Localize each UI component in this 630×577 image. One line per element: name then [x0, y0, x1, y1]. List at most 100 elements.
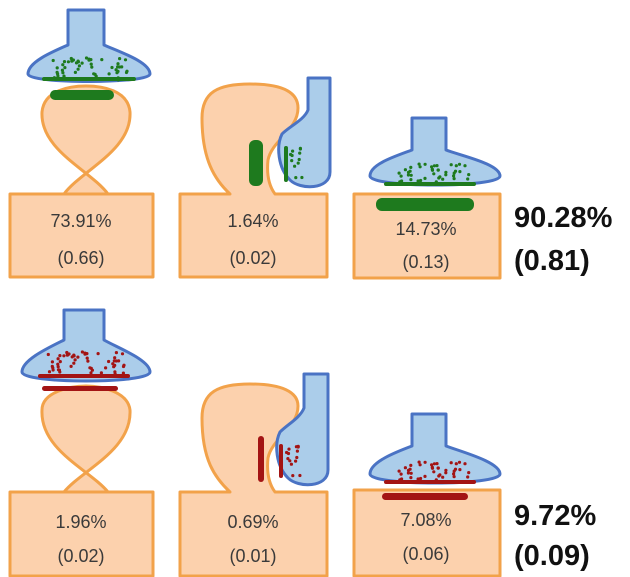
vesicle-dot — [50, 364, 54, 368]
vesicle-dot — [80, 61, 84, 65]
vesicle-dot — [65, 350, 69, 355]
shaft-synapse-inhibitory: 7.08% (0.06) — [352, 412, 502, 577]
vesicle-dot — [56, 74, 60, 78]
postsynaptic-density — [249, 140, 263, 186]
vesicle-dot — [107, 72, 111, 76]
spine-neck-synapse-inhibitory: 0.69% (0.01) — [178, 372, 330, 577]
vesicle-dot — [430, 165, 434, 169]
vesicle-dot — [294, 445, 298, 449]
vesicle-dot — [298, 473, 302, 478]
spine-neck-synapse-excitatory: 1.64% (0.02) — [178, 76, 332, 279]
vesicle-dot — [444, 173, 448, 177]
vesicle-dot — [80, 350, 84, 354]
vesicle-dot — [406, 170, 411, 174]
vesicle-dot — [436, 168, 440, 172]
vesicle-dot — [454, 462, 458, 466]
vesicle-dot — [298, 151, 302, 155]
spine-head-synapse-excitatory: 73.91% (0.66) — [8, 8, 155, 279]
vesicle-dot — [436, 466, 440, 470]
vesicle-dot — [289, 152, 293, 157]
vesicle-dot — [72, 361, 76, 365]
synapse-value: (0.06) — [402, 544, 449, 564]
vesicle-dot — [406, 471, 410, 475]
vesicle-dot — [56, 365, 60, 369]
axon-terminal — [368, 116, 502, 187]
vesicle-dot — [452, 472, 456, 476]
vesicle-cluster — [285, 444, 302, 478]
vesicle-dot — [418, 463, 422, 467]
vesicle-dot — [444, 471, 448, 475]
vesicle-dot — [89, 58, 93, 62]
presynaptic-density — [384, 182, 476, 186]
presynaptic-density — [284, 146, 288, 182]
synapse-value: (0.13) — [402, 252, 449, 272]
vesicle-dot — [463, 462, 467, 466]
vesicle-dot — [69, 364, 73, 368]
vesicle-dot — [432, 470, 436, 474]
presynaptic-density — [279, 444, 283, 478]
vesicle-dot — [110, 65, 114, 70]
vesicle-dot — [417, 460, 421, 464]
vesicle-dot — [290, 159, 294, 163]
vesicle-dot — [55, 70, 59, 74]
vesicle-dot — [437, 176, 441, 180]
vesicle-dot — [452, 174, 456, 178]
vesicle-dot — [76, 355, 80, 359]
vesicle-dot — [397, 171, 401, 175]
vesicle-dot — [113, 356, 117, 360]
vesicle-dot — [466, 177, 470, 181]
vesicle-dot — [288, 459, 292, 463]
vesicle-dot — [58, 360, 62, 364]
vesicle-dot — [285, 450, 289, 455]
vesicle-dot — [449, 461, 453, 465]
vesicle-dot — [457, 460, 462, 464]
synapse-percent: 73.91% — [50, 211, 111, 231]
postsynaptic-density — [42, 386, 118, 391]
vesicle-dot — [89, 62, 93, 66]
vesicle-cluster — [46, 350, 126, 376]
vesicle-dot — [293, 164, 297, 168]
vesicle-dot — [294, 459, 298, 463]
vesicle-dot — [121, 371, 125, 375]
vesicle-dot — [406, 173, 410, 177]
vesicle-dot — [430, 466, 435, 470]
vesicle-dot — [60, 68, 64, 72]
vesicle-dot — [409, 476, 413, 480]
vesicle-dot — [403, 168, 407, 172]
synapse-percent: 0.69% — [227, 512, 278, 532]
vesicle-dot — [117, 65, 122, 69]
vesicle-dot — [114, 351, 118, 355]
vesicle-dot — [104, 366, 108, 370]
vesicle-dot — [432, 462, 436, 466]
vesicle-dot — [435, 164, 439, 168]
synapse-value: (0.66) — [57, 248, 104, 268]
vesicle-dot — [90, 65, 94, 69]
vesicle-dot — [444, 170, 448, 174]
vesicle-dot — [409, 471, 413, 475]
vesicle-dot — [423, 460, 427, 464]
vesicle-dot — [409, 173, 413, 177]
vesicle-dot — [114, 68, 118, 72]
vesicle-cluster — [289, 146, 304, 180]
row-total-percent: 90.28% — [514, 202, 613, 234]
vesicle-dot — [73, 358, 77, 362]
vesicle-dot — [56, 368, 61, 372]
vesicle-dot — [84, 56, 89, 60]
vesicle-dot — [432, 172, 436, 176]
vesicle-dot — [437, 474, 441, 478]
vesicle-dot — [289, 462, 293, 466]
vesicle-dot — [121, 364, 126, 369]
vesicle-dot — [51, 368, 55, 372]
vesicle-dot — [409, 178, 413, 182]
row-total-value: (0.09) — [514, 540, 590, 572]
vesicle-dot — [117, 359, 121, 363]
vesicle-dot — [66, 60, 70, 64]
vesicle-dot — [291, 474, 295, 478]
vesicle-cluster — [397, 162, 471, 184]
vesicle-dot — [423, 162, 427, 166]
synapse-percent: 7.08% — [400, 510, 451, 530]
vesicle-dot — [463, 164, 467, 168]
vesicle-dot — [77, 64, 81, 68]
vesicle-dot — [111, 362, 115, 366]
vesicle-dot — [449, 163, 453, 167]
